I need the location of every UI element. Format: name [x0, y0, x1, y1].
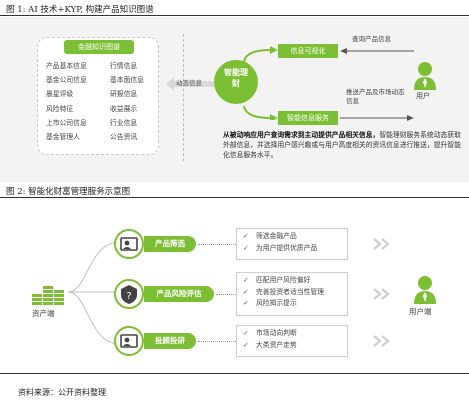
- row-connector: [198, 341, 236, 342]
- check-icon: ✓: [243, 243, 249, 252]
- row-content-line: 筛选金融产品: [256, 232, 297, 240]
- description-text: 从被动响应用户查询需求到主动提供产品相关信息，智能理财服务系统动态获取外部信息，…: [223, 130, 461, 160]
- knowledge-graph-item: 产品基本信息: [46, 62, 87, 70]
- row-content-line: 为用户提供优质产品: [256, 243, 318, 252]
- check-icon: ✓: [243, 276, 249, 284]
- knowledge-graph-box: [37, 37, 159, 155]
- dynamic-info-label: 动态信息: [176, 79, 202, 87]
- query-label: 查询产品信息: [352, 35, 391, 43]
- figure-2-bottom-rule: [0, 373, 469, 374]
- row-content-box: [236, 272, 348, 316]
- user-end-icon: [414, 276, 436, 304]
- knowledge-graph-item: 风险特征: [46, 104, 74, 113]
- row-content-line: 大类资产走势: [256, 340, 297, 349]
- knowledge-graph-item: 研报信息: [110, 90, 138, 99]
- smart-info-service-box: 智能信息服务: [278, 111, 338, 125]
- figure-1-caption: 图 1: AI 技术+KYP, 构建产品知识图谱: [6, 5, 154, 15]
- double-chevron-right-icon: [373, 288, 390, 300]
- knowledge-graph-item: 晨星评级: [46, 90, 74, 99]
- check-icon: ✓: [243, 340, 249, 349]
- smart-wealth-circle: [214, 60, 258, 104]
- double-chevron-right-icon: [373, 335, 390, 347]
- figure-2-rule: [0, 197, 469, 198]
- figure-1-rule: [0, 15, 469, 16]
- description-bold: 从被动响应用户查询需求到主动提供产品相关信息，: [223, 131, 380, 139]
- row-content-box: [236, 228, 348, 260]
- asset-connectors: [67, 241, 121, 345]
- knowledge-graph-item: 公告资讯: [110, 133, 138, 141]
- row-content-line: 完善投资者适当性管理: [256, 287, 324, 296]
- row-label-pill: 投顾投研: [144, 333, 196, 349]
- profile-card-icon: [120, 334, 138, 348]
- row-content-line: 匹配用户风险偏好: [256, 276, 311, 284]
- check-icon: ✓: [243, 329, 249, 337]
- check-icon: ✓: [243, 299, 249, 307]
- double-chevron-right-icon: [373, 238, 390, 250]
- source-note: 资料来源：公开资料整理: [18, 388, 106, 397]
- row-content-line: 风险揭示提示: [256, 299, 297, 307]
- check-icon: ✓: [243, 232, 249, 240]
- smart-wealth-label: 智能理财: [224, 68, 248, 88]
- coin-stack-icon: [32, 286, 64, 305]
- dashed-separator: [183, 34, 184, 161]
- center-to-boxes-arrows: [243, 46, 278, 120]
- asset-side-label: 资产端: [32, 309, 55, 318]
- row-label-pill: 产品风险评估: [144, 286, 214, 302]
- knowledge-graph-item: 基金公司信息: [46, 76, 87, 85]
- query-arrow: [340, 48, 414, 54]
- info-visualization-box: 信息可视化: [278, 44, 338, 58]
- row-content-box: [236, 325, 348, 357]
- figure-2-caption: 图 2: 智能化财富管理服务示意图: [6, 187, 131, 197]
- push-label: 推送产品及市场动态信息: [346, 88, 405, 105]
- knowledge-graph-item: 行业信息: [110, 118, 138, 127]
- row-content-line: 市场动向判断: [256, 329, 297, 337]
- knowledge-graph-item: 基金管理人: [46, 133, 80, 141]
- knowledge-graph-item: 基本面信息: [110, 76, 144, 85]
- row-label-pill: 产品筛选: [144, 236, 196, 252]
- svg-text:?: ?: [126, 291, 131, 302]
- push-arrow: [340, 115, 414, 121]
- user-end-label: 用户端: [409, 307, 432, 316]
- knowledge-graph-item: 收益展示: [110, 104, 138, 113]
- dynamic-info-arrow: [166, 77, 214, 91]
- knowledge-graph-item: 上市公司信息: [46, 118, 87, 127]
- user-label: 用户: [416, 92, 430, 100]
- knowledge-graph-item: 行情信息: [110, 62, 138, 70]
- shield-question-icon: ?: [121, 285, 137, 304]
- check-icon: ✓: [243, 287, 249, 296]
- user-icon: [414, 62, 436, 90]
- knowledge-graph-title: 金融知识图谱: [64, 40, 134, 54]
- profile-card-icon: [120, 237, 138, 251]
- description-rest: 智能理财服务系统动态获取外部信息，并选择用户感兴趣或与用户高度相关的资讯信息进行…: [223, 131, 461, 159]
- row-connector: [216, 294, 236, 295]
- row-connector: [198, 244, 236, 245]
